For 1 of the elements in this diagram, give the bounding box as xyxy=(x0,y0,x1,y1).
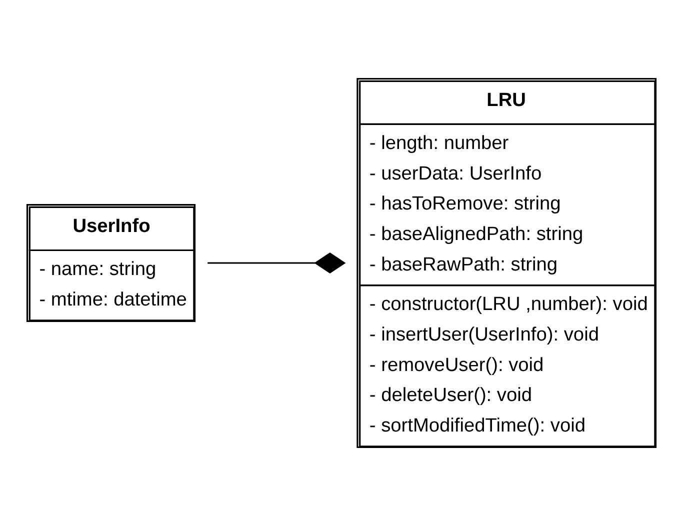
connector xyxy=(208,252,346,274)
